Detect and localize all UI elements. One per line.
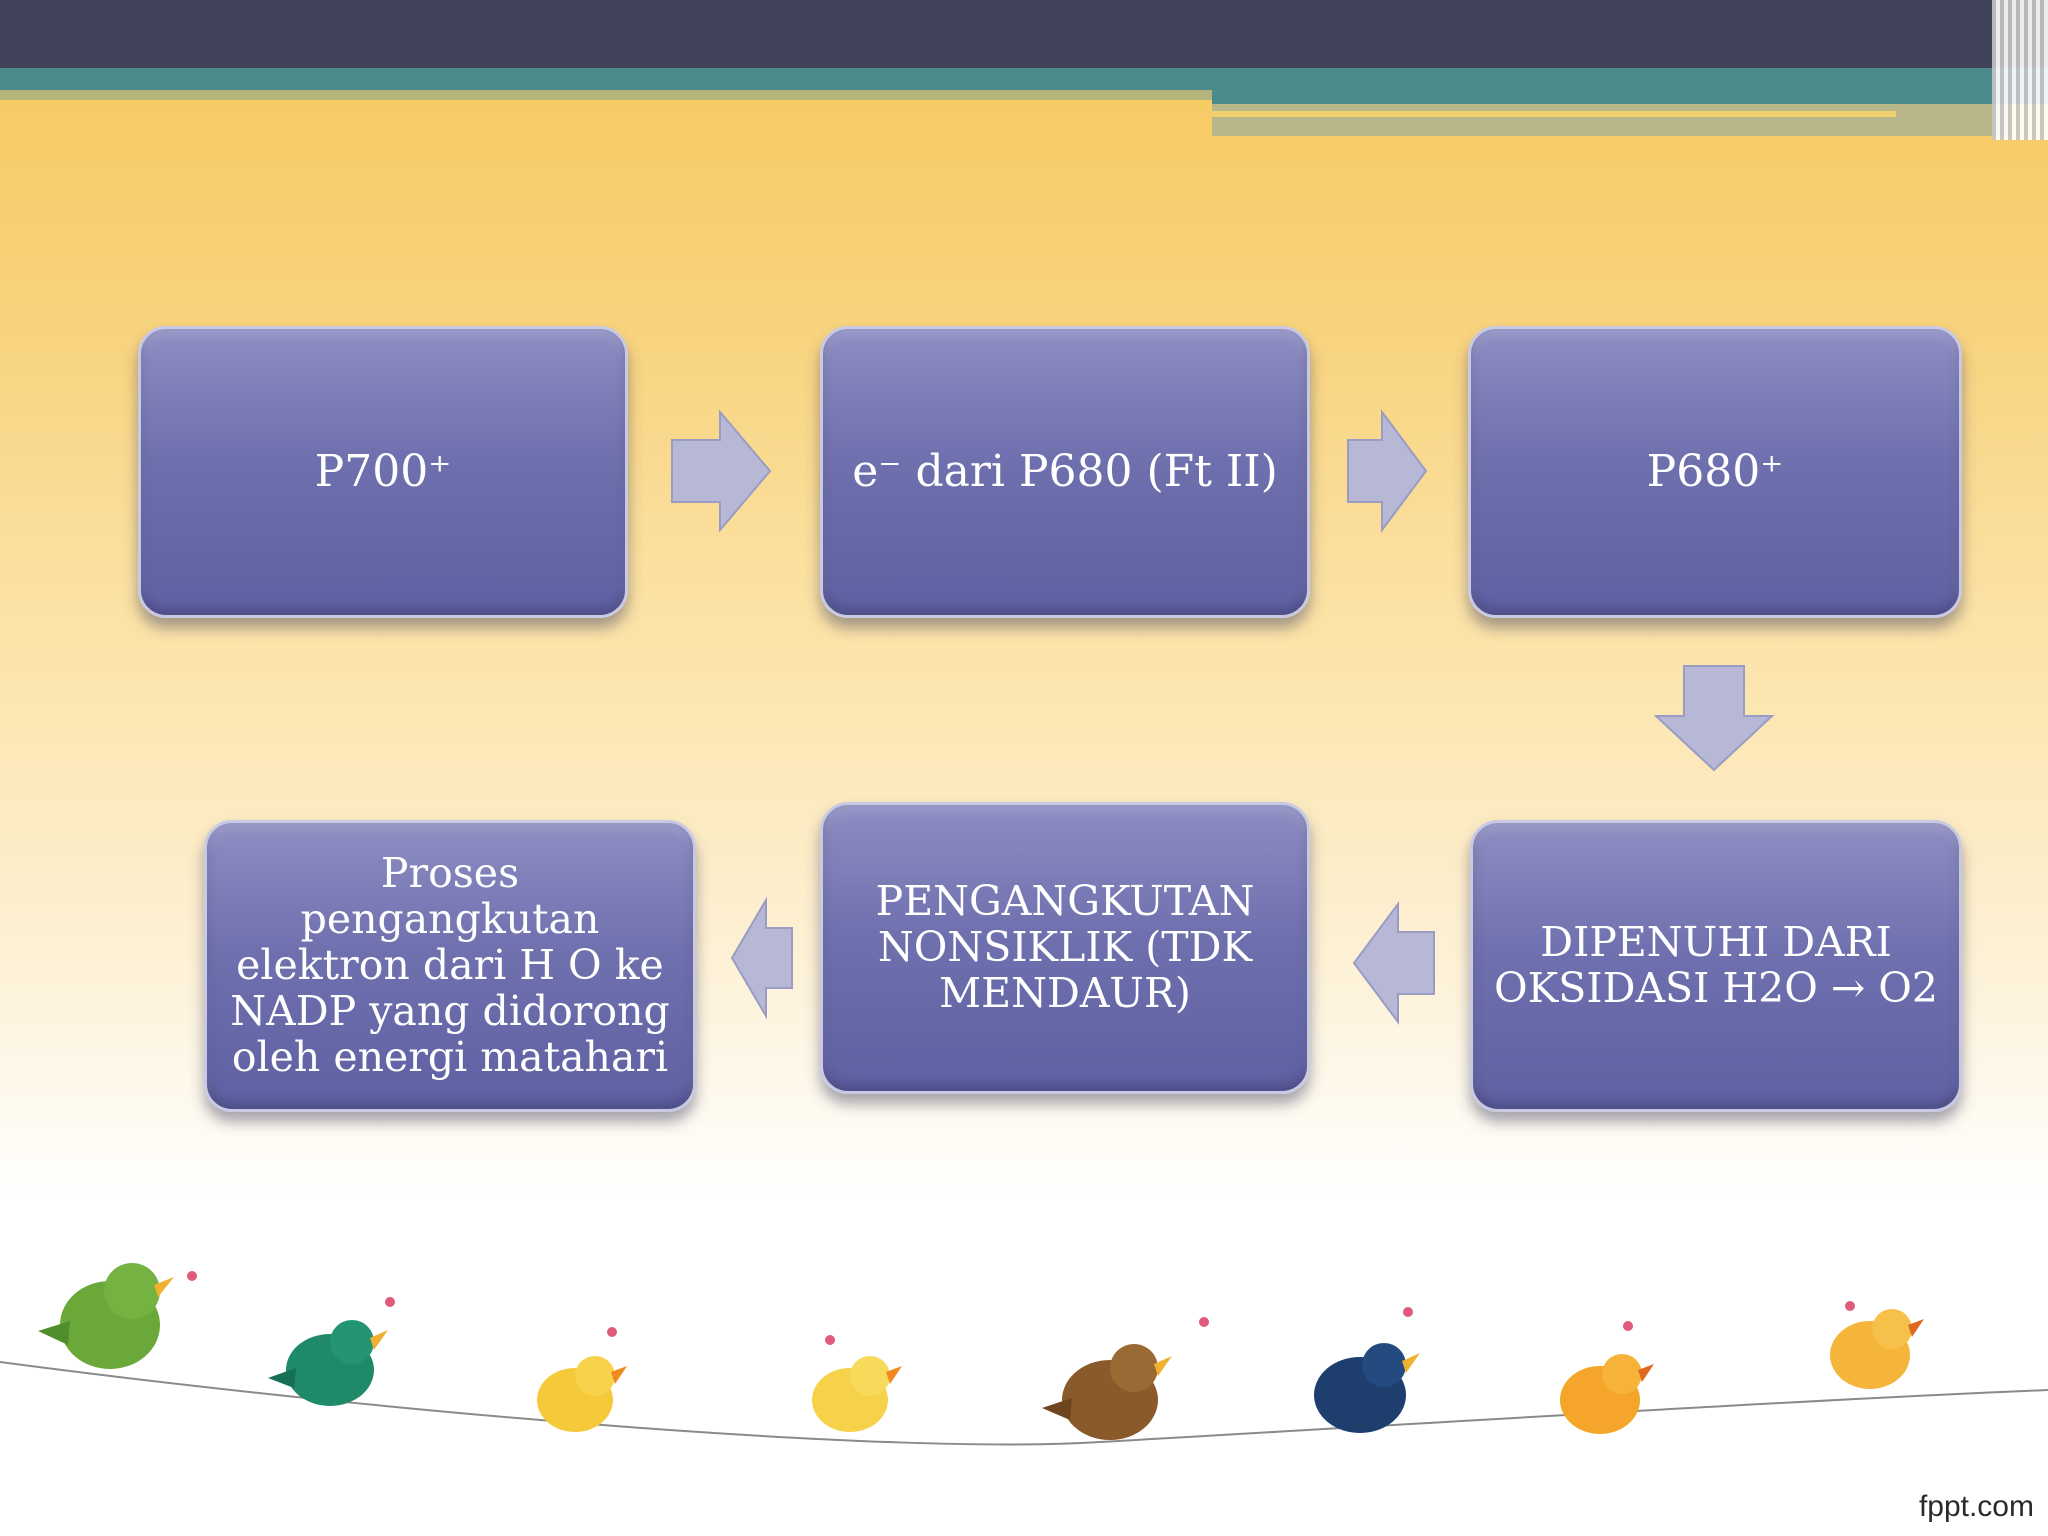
box-p700: P700⁺ [138,326,628,618]
header-accent-teal [0,68,1212,90]
green-bird-icon [38,1263,174,1369]
footer-brand: fppt.com [1918,1490,2034,1523]
box-oksidasi: DIPENUHI DARI OKSIDASI H2O → O2 [1470,820,1962,1112]
box-oksidasi-label: DIPENUHI DARI OKSIDASI H2O → O2 [1494,918,1938,1012]
arrow-right-1-icon [671,409,772,533]
box-nonsiklik-label: PENGANGKUTAN NONSIKLIK (TDK MENDAUR) [875,877,1255,1017]
arrow-down-icon [1653,665,1775,772]
box-electron: e⁻ dari P680 (Ft II) [820,326,1310,618]
arrow-left-1-icon [1352,900,1435,1026]
header-accent-khaki [0,90,1212,100]
box-p680-label: P680⁺ [1646,445,1784,497]
brown-bird-icon [1042,1344,1172,1440]
box-nonsiklik: PENGANGKUTAN NONSIKLIK (TDK MENDAUR) [820,802,1310,1094]
arrow-right-2-icon [1347,408,1428,534]
header-accent-teal-right [1212,68,2048,104]
yellow-bird-icon [537,1356,627,1432]
box-p700-label: P700⁺ [314,445,452,497]
header-stripes [1992,0,2048,140]
orange-bird-icon [1560,1354,1654,1434]
music-note-icon [187,1271,1855,1345]
box-proses: Proses pengangkutan elektron dari H O ke… [204,820,696,1112]
orange-bird-icon [1830,1309,1924,1389]
birds-decoration [0,1263,2048,1446]
box-electron-label: e⁻ dari P680 (Ft II) [852,445,1278,497]
header-accent-line [1212,111,1896,117]
arrow-left-2-icon [730,896,793,1020]
yellow-bird-icon [812,1356,902,1432]
header-accent-khaki-right [1212,104,2012,136]
box-proses-label: Proses pengangkutan elektron dari H O ke… [230,849,670,1081]
teal-bird-icon [268,1320,388,1406]
box-p680: P680⁺ [1468,326,1962,618]
navy-bird-icon [1314,1343,1420,1433]
header-bar [0,0,2048,68]
